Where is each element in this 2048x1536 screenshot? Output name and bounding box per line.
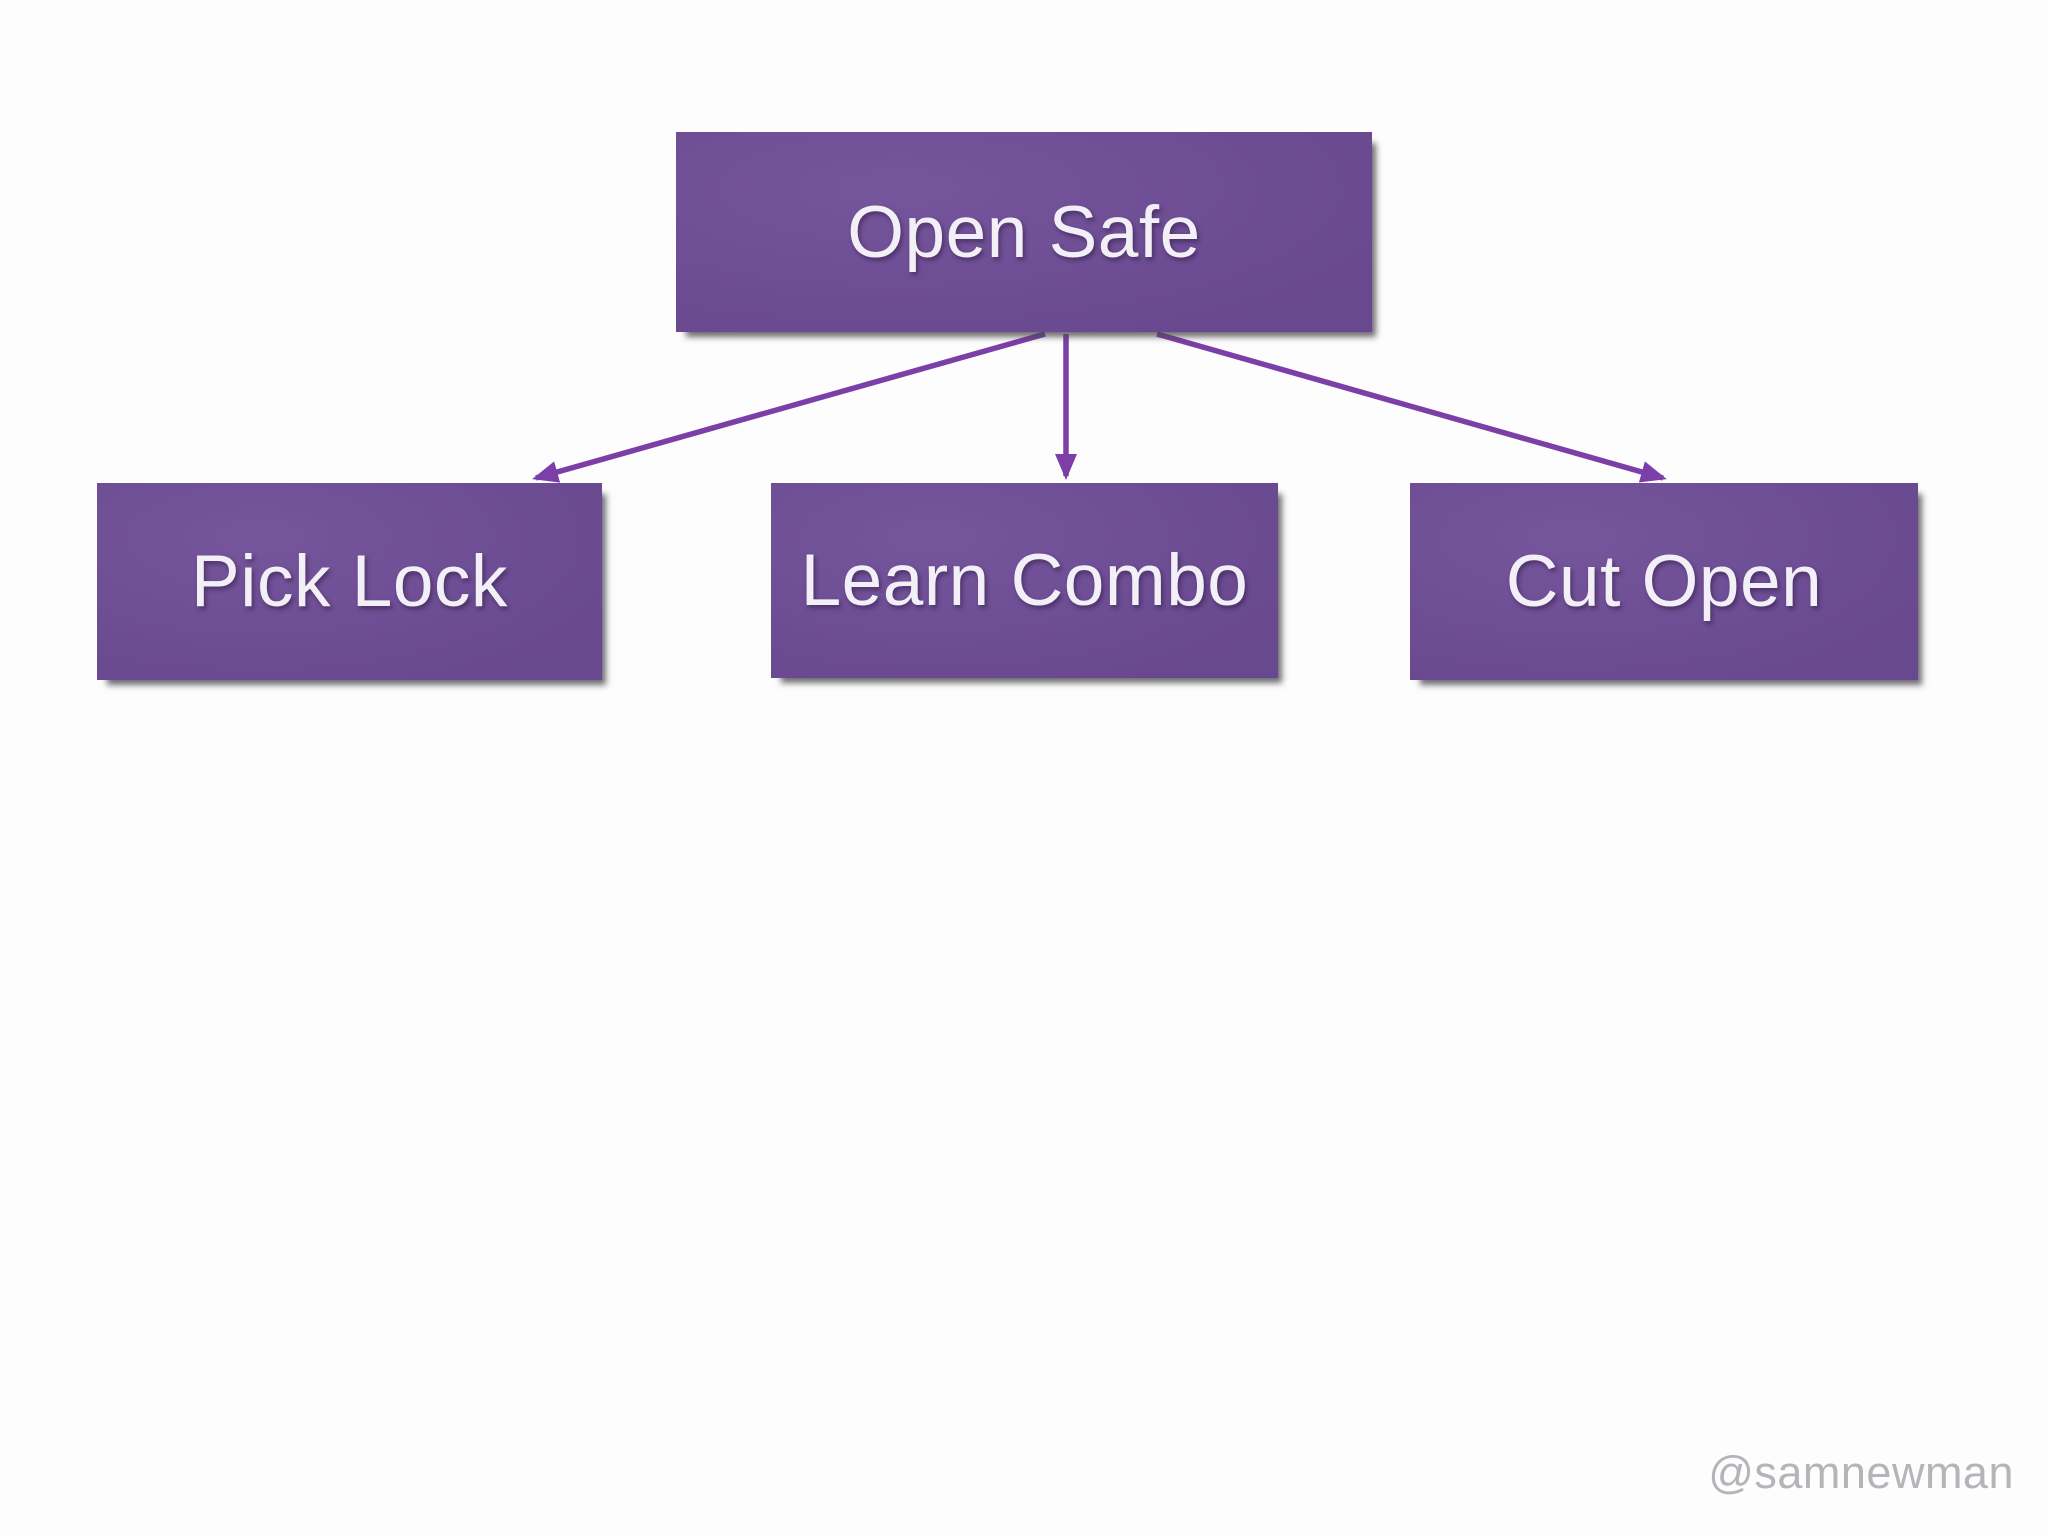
node-open-safe-label: Open Safe bbox=[847, 191, 1201, 273]
node-pick-lock: Pick Lock bbox=[97, 483, 602, 680]
node-cut-open: Cut Open bbox=[1410, 483, 1918, 680]
node-learn-combo-label: Learn Combo bbox=[800, 540, 1249, 621]
node-pick-lock-label: Pick Lock bbox=[191, 541, 508, 622]
node-cut-open-label: Cut Open bbox=[1505, 541, 1823, 622]
watermark: @samnewman bbox=[1708, 1447, 2014, 1498]
node-open-safe: Open Safe bbox=[676, 132, 1372, 332]
node-learn-combo: Learn Combo bbox=[771, 483, 1278, 678]
edge-open-safe-to-cut-open bbox=[1156, 331, 1667, 483]
edge-open-safe-to-pick-lock bbox=[532, 331, 1046, 483]
